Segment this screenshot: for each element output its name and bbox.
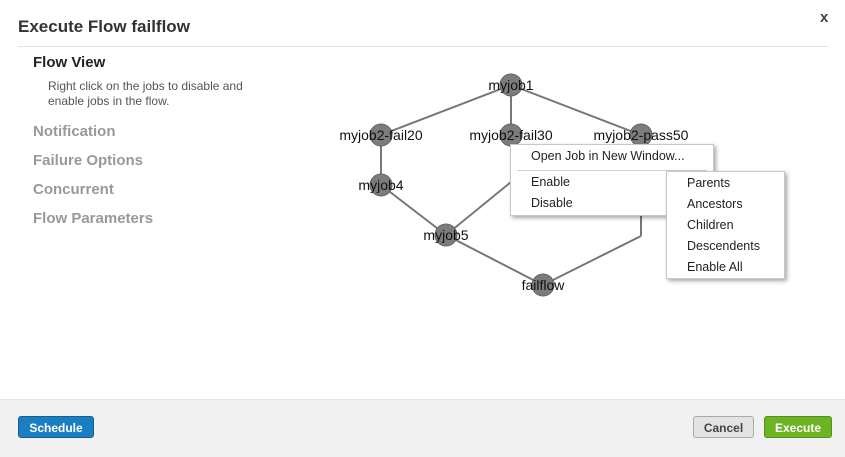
menu-open-job-new-window[interactable]: Open Job in New Window...: [531, 149, 685, 163]
schedule-button[interactable]: Schedule: [18, 416, 94, 438]
edge-fail30-myjob5: [445, 181, 512, 236]
submenu-enable-all[interactable]: Enable All: [687, 260, 743, 274]
edge-myjob1-fail20: [380, 84, 512, 136]
nav-item-concurrent[interactable]: Concurrent: [33, 181, 114, 198]
node-myjob4: [369, 173, 393, 197]
node-label-myjob5[interactable]: myjob5: [423, 227, 469, 243]
submenu-descendents[interactable]: Descendents: [687, 239, 760, 253]
node-myjob1: [499, 73, 523, 97]
dialog-title: Execute Flow failflow: [18, 17, 190, 36]
node-label-myjob2-fail20[interactable]: myjob2-fail20: [339, 127, 423, 143]
node-label-failflow[interactable]: failflow: [521, 277, 565, 293]
flow-graph[interactable]: myjob1 myjob2-fail20 myjob2-fail30 myjob…: [0, 0, 845, 400]
flow-graph-canvas: [369, 73, 653, 297]
menu-separator: [517, 170, 707, 171]
close-icon[interactable]: x: [820, 9, 829, 26]
node-label-myjob1[interactable]: myjob1: [488, 77, 534, 93]
edge-myjob1-pass50: [510, 84, 642, 136]
edge-pass50-failflow-lower: [542, 235, 642, 286]
node-label-myjob2-fail30[interactable]: myjob2-fail30: [469, 127, 553, 143]
graph-nodes: [369, 73, 653, 297]
node-label-myjob2-pass50[interactable]: myjob2-pass50: [593, 127, 689, 143]
node-label-myjob4[interactable]: myjob4: [358, 177, 404, 193]
title-divider: [18, 46, 828, 47]
nav-item-flow-parameters[interactable]: Flow Parameters: [33, 210, 154, 227]
nav-item-failure-options[interactable]: Failure Options: [33, 152, 144, 169]
nav-item-flow-view[interactable]: Flow View: [33, 54, 106, 71]
nav-item-notification[interactable]: Notification: [33, 123, 116, 140]
cancel-button[interactable]: Cancel: [693, 416, 754, 438]
menu-disable[interactable]: Disable: [531, 196, 573, 210]
node-myjob2-fail20: [369, 123, 393, 147]
edge-myjob5-failflow: [445, 234, 544, 286]
flow-view-help-text: Right click on the jobs to disable and e…: [48, 79, 243, 108]
submenu-parents[interactable]: Parents: [687, 176, 731, 190]
enable-submenu: Parents Ancestors Children Descendents E…: [666, 171, 785, 279]
submenu-children[interactable]: Children: [687, 218, 734, 232]
graph-edges: [380, 84, 642, 286]
edge-myjob4-myjob5: [380, 184, 447, 236]
submenu-ancestors[interactable]: Ancestors: [687, 197, 743, 211]
node-failflow: [531, 273, 555, 297]
dialog-footer: Schedule Cancel Execute: [0, 399, 845, 457]
execute-button[interactable]: Execute: [764, 416, 832, 438]
menu-enable[interactable]: Enable: [531, 175, 570, 189]
node-myjob5: [434, 223, 458, 247]
